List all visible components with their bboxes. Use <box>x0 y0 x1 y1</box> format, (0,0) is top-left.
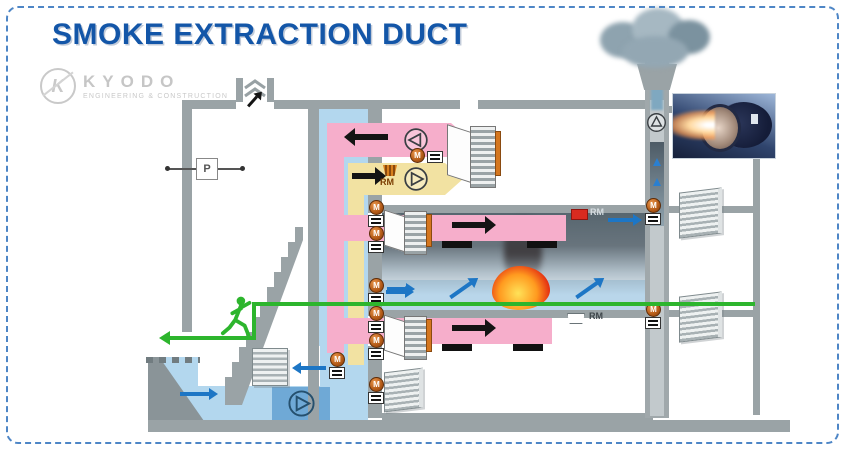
stairwell-left-wall <box>182 100 192 332</box>
extract-flow-arrow <box>354 134 388 140</box>
louver-icon <box>679 291 722 343</box>
damper-slats <box>403 316 427 360</box>
escape-route-line <box>252 306 256 338</box>
motor-actuator-icon: M <box>369 226 384 241</box>
duct-flow-arrow <box>452 222 486 228</box>
louver-stub <box>717 310 753 317</box>
damper-icon <box>645 213 661 225</box>
escape-exit-arrow <box>168 336 256 340</box>
roof-wall <box>182 100 236 109</box>
roof-wall <box>478 100 645 109</box>
smoke-cloud-icon <box>622 36 688 68</box>
damper-icon <box>368 321 384 333</box>
staircase <box>225 227 303 405</box>
escape-route-line <box>252 302 755 306</box>
damper-icon <box>368 241 384 253</box>
chimney-collar <box>637 64 677 90</box>
fire-floor-ceiling <box>382 205 653 213</box>
motor-actuator-icon: M <box>369 306 384 321</box>
detector-label: RM <box>589 311 603 321</box>
open-damper-unit <box>384 209 432 255</box>
motor-actuator-icon: M <box>369 200 384 215</box>
page-title: SMOKE EXTRACTION DUCT <box>52 18 468 51</box>
fan-label <box>751 114 758 124</box>
facade-wall <box>753 110 760 415</box>
fan-icon <box>288 390 315 417</box>
damper-icon <box>368 392 384 404</box>
damper-slats <box>403 211 427 255</box>
flame-jet <box>673 110 715 140</box>
ground <box>148 420 790 432</box>
motor-actuator-icon: M <box>369 278 384 293</box>
damper-door <box>384 314 406 358</box>
fan-icon <box>404 167 428 191</box>
logo-tagline: ENGINEERING & CONSTRUCTION <box>83 93 229 100</box>
fan-photo <box>672 93 776 159</box>
roof-vent-post <box>267 78 274 102</box>
flow-arrow-blue <box>386 290 406 294</box>
motor-actuator-icon: M <box>646 198 661 213</box>
louver-door <box>447 124 471 184</box>
roof-vent-post <box>236 78 243 102</box>
louver-stub <box>669 206 679 213</box>
damper-icon <box>329 367 345 379</box>
running-person-icon <box>220 296 252 338</box>
sensor-dot <box>165 166 170 171</box>
damper-actuator <box>426 319 432 352</box>
louver-icon <box>384 367 423 413</box>
open-damper-unit <box>384 314 432 360</box>
smoke-detector-icon <box>383 165 397 176</box>
damper-actuator <box>426 214 432 247</box>
flow-arrow-blue <box>180 392 210 396</box>
supply-duct-top <box>348 163 445 195</box>
basement-fan-box <box>272 387 330 420</box>
louver-actuator <box>495 130 501 176</box>
fire-floor-floor <box>382 310 653 318</box>
logo-name: KYODO <box>83 72 181 91</box>
sensor-dot <box>240 166 245 171</box>
up-flow-arrow <box>653 158 661 166</box>
duct-inlet-vent <box>442 344 472 351</box>
kyodo-mark-icon: K <box>40 68 76 104</box>
fresh-air-arrow <box>387 287 407 291</box>
damper-icon <box>427 151 443 163</box>
lower-floor-floor <box>382 413 653 422</box>
roof-wall <box>274 100 460 109</box>
flow-arrow-blue <box>608 218 634 222</box>
louver-stub <box>669 310 679 317</box>
stairwell-shaft-wall <box>308 100 319 420</box>
smoke-detector-icon <box>567 313 585 324</box>
kyodo-logo: K KYODO ENGINEERING & CONSTRUCTION <box>40 68 228 104</box>
damper-icon <box>368 348 384 360</box>
duct-flow-arrow <box>452 325 486 331</box>
open-louver-unit <box>447 124 501 188</box>
supply-flow-arrow <box>352 173 376 179</box>
louver-icon <box>679 187 722 239</box>
damper-icon <box>645 317 661 329</box>
smoke-detector-icon <box>571 209 588 220</box>
flow-arrow-blue <box>300 366 326 370</box>
motor-actuator-icon: M <box>369 333 384 348</box>
damper-door <box>384 209 406 253</box>
duct-inlet-vent <box>513 344 543 351</box>
louver-icon <box>252 348 288 386</box>
detector-label: RM <box>380 177 394 187</box>
pressure-sensor-icon: P <box>196 158 218 180</box>
motor-actuator-icon: M <box>410 148 425 163</box>
fan-icon <box>647 113 666 132</box>
louver-slats <box>470 126 496 188</box>
motor-actuator-icon: M <box>330 352 345 367</box>
up-flow-arrow <box>653 178 661 186</box>
motor-actuator-icon: M <box>369 377 384 392</box>
detector-label: RM <box>590 207 604 217</box>
supply-riser <box>348 163 364 365</box>
duct-inlet-vent <box>442 241 472 248</box>
duct-inlet-vent <box>527 241 557 248</box>
grate-hatch <box>146 357 200 363</box>
louver-stub <box>717 206 753 213</box>
